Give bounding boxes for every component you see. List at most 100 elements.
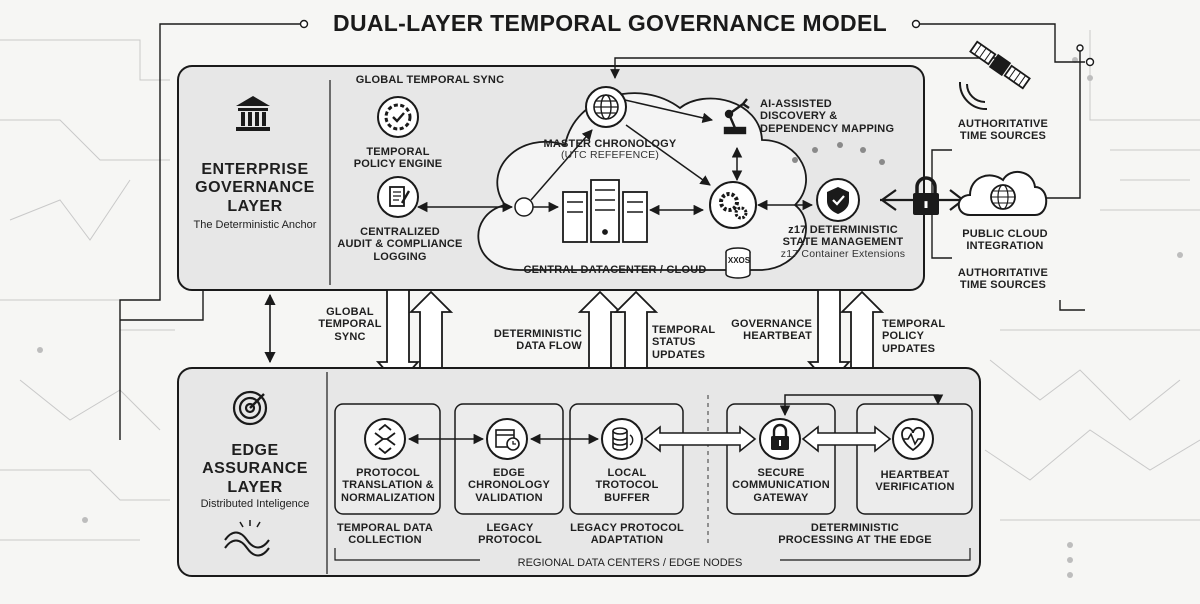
master-to-satellite-line	[610, 57, 1000, 79]
label-line: COLLECTION	[348, 534, 422, 547]
signal-waves	[958, 81, 988, 111]
flow-deterministic-data-label: DETERMINISTIC DATA FLOW	[486, 328, 582, 353]
deterministic-processing-label: DETERMINISTIC PROCESSING AT THE EDGE	[760, 522, 950, 547]
edge-layer-title: EDGE ASSURANCE LAYER	[185, 442, 325, 497]
label-line: DETERMINISTIC	[810, 522, 900, 534]
label-line: GATEWAY	[753, 491, 809, 504]
ai-discovery-label: AI-ASSISTED DISCOVERY & DEPENDENCY MAPPI…	[760, 98, 916, 135]
flow-heartbeat-label: GOVERNANCE HEARTBEAT	[730, 318, 812, 343]
label-line: CHRONOLOGY	[467, 479, 551, 492]
temporal-data-collection-label: TEMPORAL DATA COLLECTION	[330, 522, 440, 547]
label-line: TEMPORAL	[652, 324, 716, 336]
authoritative-sources-top-label: AUTHORITATIVE TIME SOURCES	[948, 118, 1058, 143]
label-line: DETERMINISTIC	[493, 328, 582, 340]
label-line: PUBLIC CLOUD	[962, 228, 1048, 240]
edge-layer-subtitle: Distributed Inteligence	[200, 498, 310, 510]
label-line: CENTRALIZED	[360, 226, 440, 238]
wave-icon	[224, 531, 270, 557]
label-line: BUFFER	[604, 491, 650, 504]
edge-title-line: EDGE	[231, 442, 279, 459]
label-line: AUTHORITATIVE	[957, 118, 1049, 130]
label-line: UPDATES	[652, 348, 706, 361]
globe-icon	[585, 86, 627, 128]
buffer-database-icon	[601, 418, 643, 460]
label-line: TROTOCOL	[595, 479, 659, 492]
enterprise-connectors	[416, 99, 814, 217]
heart-pulse-icon	[892, 418, 934, 460]
label-line: TIME SOURCES	[959, 279, 1047, 292]
edge-connectors	[407, 394, 944, 445]
label-line: VALIDATION	[475, 491, 543, 504]
label-line: PROCESSING AT THE EDGE	[778, 534, 932, 547]
central-datacenter-label: CENTRAL DATACENTER / CLOUD	[523, 264, 707, 276]
flow-status-updates-label: TEMPORAL STATUS UPDATES	[652, 324, 722, 361]
label-line: MASTER CHRONOLOGY	[543, 138, 677, 150]
edge-footer-label: REGIONAL DATA CENTERS / EDGE NODES	[480, 557, 780, 570]
label-line: STATUS	[652, 336, 696, 349]
translation-icon	[364, 418, 406, 460]
label-line: AI-ASSISTED	[760, 98, 832, 110]
server-rack-icon	[562, 179, 648, 243]
label-line: GOVERNANCE	[731, 318, 812, 330]
label-line: LEGACY	[486, 522, 534, 534]
temporal-policy-engine-label: TEMPORAL POLICY ENGINE	[345, 146, 451, 171]
label-line: DISCOVERY &	[760, 110, 838, 123]
z17-state-management-label: z17 DETERMINISTIC STATE MANAGEMENT z17 C…	[773, 224, 913, 260]
edge-title-line: LAYER	[227, 478, 283, 496]
page-title: DUAL-LAYER TEMPORAL GOVERNANCE MODEL	[333, 10, 887, 36]
heartbeat-verification-label: HEARTBEAT VERIFICATION	[858, 469, 972, 494]
label-line: PROTOCOL	[478, 534, 542, 547]
gears-icon	[709, 181, 757, 229]
label-line: UPDATES	[882, 342, 936, 355]
label-line: LOCAL	[607, 467, 647, 479]
label-line: LEGACY PROTOCOL	[570, 522, 684, 534]
enterprise-title-line: LAYER	[227, 197, 283, 215]
label-line: AUTHORITATIVE	[957, 267, 1049, 279]
legacy-adaptation-label: LEGACY PROTOCOL ADAPTATION	[562, 522, 692, 547]
label-line: TIME SOURCES	[959, 130, 1047, 143]
local-buffer-label: LOCAL TROTOCOL BUFFER	[572, 467, 682, 504]
label-line: SECURE	[757, 467, 805, 479]
enterprise-layer-subtitle: The Deterministic Anchor	[193, 219, 317, 231]
label-line: AUDIT & COMPLIANCE	[337, 238, 463, 251]
bank-icon	[236, 96, 270, 131]
authoritative-sources-bottom-label: AUTHORITATIVE TIME SOURCES	[948, 267, 1058, 292]
gateway-lock-icon	[759, 418, 801, 460]
label-line: VERIFICATION	[875, 481, 955, 494]
edge-chronology-label: EDGE CHRONOLOGY VALIDATION	[456, 467, 562, 504]
zos-label: XXOS	[727, 256, 751, 265]
label-line: NORMALIZATION	[340, 491, 436, 504]
gear-check-icon	[377, 96, 419, 138]
protocol-translation-label: PROTOCOL TRANSLATION & NORMALIZATION	[336, 467, 440, 504]
label-line: ADAPTATION	[590, 534, 664, 547]
label-line: POLICY	[882, 330, 925, 343]
label-line: HEARTBEAT	[743, 330, 812, 343]
label-line: STATE MANAGEMENT	[782, 236, 904, 249]
legacy-protocol-label: LEGACY PROTOCOL	[460, 522, 560, 547]
label-line: z17 DETERMINISTIC	[788, 224, 898, 236]
edge-title-line: ASSURANCE	[202, 460, 308, 478]
label-line: SYNC	[334, 330, 366, 343]
robot-arm-icon	[723, 98, 750, 135]
label-line: LOGGING	[373, 250, 427, 263]
label-line: GLOBAL	[326, 306, 374, 318]
public-cloud-link	[880, 189, 965, 211]
label-line: EDGE	[493, 467, 525, 479]
label-line: DATA FLOW	[516, 340, 582, 353]
wave-spark	[239, 520, 261, 528]
label-line: TEMPORAL	[366, 146, 430, 158]
satellite-icon	[969, 40, 1031, 90]
label-line: INTEGRATION	[966, 240, 1044, 253]
label-line: HEARTBEAT	[880, 469, 950, 481]
calendar-clock-icon	[486, 418, 528, 460]
label-line: TEMPORAL DATA	[336, 522, 434, 534]
public-cloud-icon	[957, 171, 1048, 216]
audit-compliance-label: CENTRALIZED AUDIT & COMPLIANCE LOGGING	[335, 226, 465, 263]
master-chronology-label: MASTER CHRONOLOGY (UTC REFEFENCE)	[530, 138, 690, 162]
enterprise-title-line: GOVERNANCE	[195, 179, 315, 197]
label-line: PROTOCOL	[356, 467, 420, 479]
label-line: z17 Container Extensions	[780, 247, 906, 260]
edge-target-icon	[232, 390, 268, 426]
